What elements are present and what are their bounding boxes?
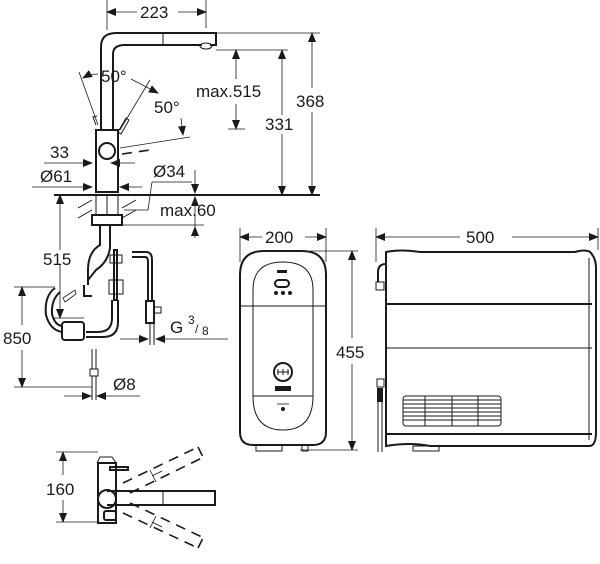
boiler-foot-left bbox=[255, 444, 283, 452]
dim-mount-hole-diameter: Ø34 bbox=[153, 162, 185, 181]
dim-base-diameter: Ø61 bbox=[40, 167, 72, 186]
boiler-front-housing bbox=[239, 250, 327, 446]
dim-hose-length: 515 bbox=[43, 250, 71, 269]
hose-left bbox=[87, 225, 101, 285]
dim-body-width: 33 bbox=[50, 143, 69, 162]
angle-valve bbox=[145, 300, 155, 324]
spray-head bbox=[199, 42, 213, 50]
mount-nut bbox=[91, 214, 123, 226]
faucet-side-view: 223 50° 50° max.515 331 368 33 Ø61 Ø34 bbox=[3, 0, 324, 400]
side-foot bbox=[412, 445, 440, 452]
indicator-dot-3 bbox=[288, 291, 292, 295]
display-indicator-icon bbox=[277, 270, 287, 273]
dim-boiler-length: 500 bbox=[466, 228, 494, 247]
dim-connection-thread-slash: / bbox=[195, 322, 199, 336]
filter-symbol-icon bbox=[275, 386, 291, 391]
lever-pivot bbox=[98, 142, 116, 160]
top-body bbox=[97, 462, 117, 524]
dim-spout-height: 331 bbox=[265, 115, 293, 134]
dim-spout-reach: 223 bbox=[140, 3, 168, 22]
dim-lever-angle-left: 50° bbox=[101, 67, 127, 86]
lever-handle bbox=[117, 117, 130, 135]
water-drop-icon bbox=[281, 407, 285, 411]
spout-outer bbox=[100, 32, 217, 63]
control-knob bbox=[273, 362, 293, 382]
display-window bbox=[274, 279, 290, 288]
dim-depth: 160 bbox=[46, 480, 74, 499]
indicator-dot-2 bbox=[281, 291, 285, 295]
dim-max-counter-thickness: max.60 bbox=[160, 201, 216, 220]
hose-loop bbox=[44, 287, 63, 333]
boiler-front-view: 200 455 bbox=[239, 228, 364, 452]
faucet-body bbox=[95, 129, 119, 193]
vent-grille bbox=[402, 395, 502, 427]
dim-connection-thread: G bbox=[170, 318, 183, 337]
dim-connection-thread-denominator: 8 bbox=[202, 324, 209, 338]
power-connector bbox=[376, 378, 385, 388]
spout-inner bbox=[112, 44, 202, 63]
boiler-side-view: 500 bbox=[375, 228, 599, 452]
top-spout bbox=[107, 490, 216, 506]
dim-total-height: 368 bbox=[296, 92, 324, 111]
faucet-top-view: 160 bbox=[46, 446, 216, 549]
dim-max-pullout: max.515 bbox=[196, 82, 261, 101]
dim-connection-thread-numerator: 3 bbox=[188, 313, 195, 327]
boiler-side-housing bbox=[385, 249, 597, 448]
top-lever bbox=[109, 466, 129, 471]
dim-boiler-height: 455 bbox=[336, 343, 364, 362]
dim-boiler-width: 200 bbox=[265, 228, 293, 247]
indicator-dot-1 bbox=[274, 291, 278, 295]
water-connector-top bbox=[377, 263, 387, 282]
dim-lever-angle-right: 50° bbox=[154, 98, 180, 117]
weight-block bbox=[61, 321, 85, 341]
boiler-foot-right bbox=[301, 444, 309, 452]
dim-pipe-diameter: Ø8 bbox=[113, 375, 136, 394]
dim-supply-length: 850 bbox=[3, 329, 31, 348]
